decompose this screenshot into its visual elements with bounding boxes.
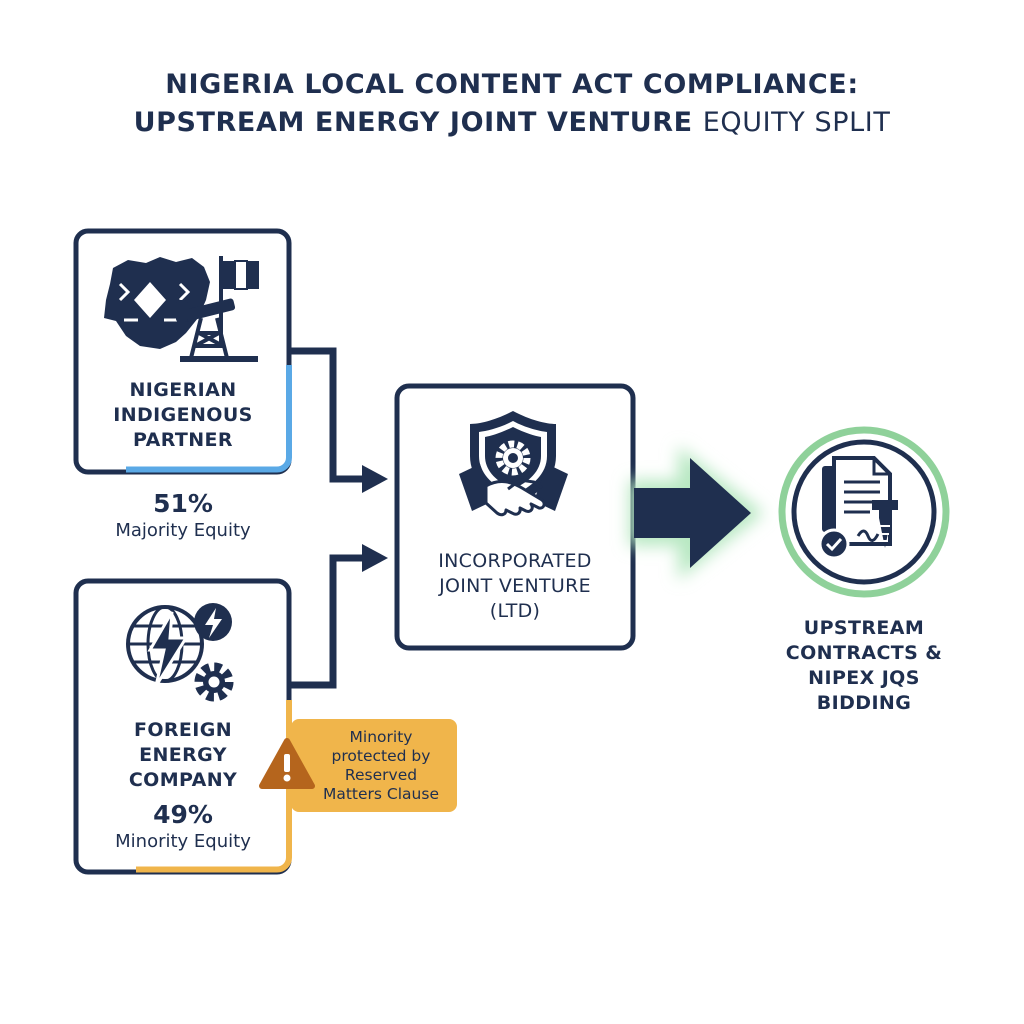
warning-note-text: Minority protected by Reserved Matters C… [312,728,450,804]
nigerian-partner-line-3: PARTNER [133,429,233,451]
page-title: NIGERIA LOCAL CONTENT ACT COMPLIANCE: UP… [0,66,1024,142]
reserved-matters-note [291,719,457,812]
globe-energy-gear-icon [126,603,234,702]
outcome-line-4: BIDDING [816,692,912,714]
joint-venture-label: INCORPORATED JOINT VENTURE (LTD) [400,549,630,624]
foreign-company-line-1: FOREIGN [133,719,233,741]
connector-foreign-to-jv [289,544,388,689]
joint-venture-line-2: JOINT VENTURE [439,575,591,597]
outcome-line-2: CONTRACTS & [785,642,943,664]
nigerian-partner-label: NIGERIAN INDIGENOUS PARTNER [86,378,280,453]
contracts-drill-icon [818,456,898,560]
nigerian-equity-label: Majority Equity [115,520,251,541]
warning-icon [259,738,315,789]
joint-venture-line-3: (LTD) [489,600,541,622]
outcome-line-1: UPSTREAM [803,617,925,639]
title-line-1: NIGERIA LOCAL CONTENT ACT COMPLIANCE: [165,69,859,100]
shield-handshake-icon [459,411,568,517]
foreign-equity: 49% Minority Equity [86,800,280,854]
foreign-company-line-2: ENERGY [139,744,227,766]
joint-venture-line-1: INCORPORATED [438,550,592,572]
nigerian-equity-pct: 51% [153,489,213,518]
jv-to-outcome-arrow [629,446,764,580]
nigerian-partner-line-2: INDIGENOUS [113,404,253,426]
foreign-equity-pct: 49% [153,800,213,829]
title-line-2-light: EQUITY SPLIT [702,107,891,138]
nigerian-equity: 51% Majority Equity [86,489,280,543]
foreign-equity-label: Minority Equity [115,831,251,852]
warning-note-line-3: Reserved [344,766,418,784]
foreign-company-label: FOREIGN ENERGY COMPANY [86,718,280,793]
title-line-2: UPSTREAM ENERGY JOINT VENTURE EQUITY SPL… [0,104,1024,142]
title-line-2-bold: UPSTREAM ENERGY JOINT VENTURE [133,107,693,138]
warning-note-line-2: protected by [331,747,431,765]
foreign-company-line-3: COMPANY [128,769,238,791]
warning-note-line-1: Minority [349,728,413,746]
warning-note-line-4: Matters Clause [322,785,439,803]
nigerian-partner-line-1: NIGERIAN [129,379,237,401]
nigeria-map-oil-rig-icon [104,256,259,362]
connector-nigerian-to-jv [289,347,388,493]
outcome-line-3: NIPEX JQS [808,667,920,689]
outcome-label: UPSTREAM CONTRACTS & NIPEX JQS BIDDING [760,616,968,716]
